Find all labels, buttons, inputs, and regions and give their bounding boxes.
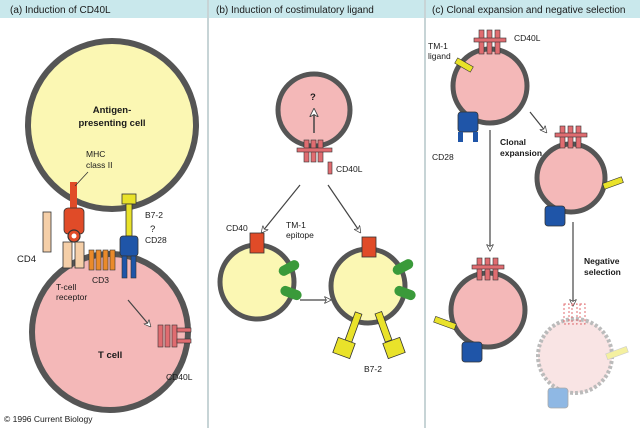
tm1-ligand bbox=[602, 176, 624, 190]
negative-label-line1: Negative bbox=[584, 256, 620, 266]
tm1-ligand-line1: TM-1 bbox=[428, 41, 448, 51]
cd40l-label-b: CD40L bbox=[336, 164, 363, 174]
clonal-label-line1: Clonal bbox=[500, 137, 526, 147]
cd28-stalk bbox=[473, 132, 478, 142]
cd40l-bar bbox=[296, 147, 333, 153]
tm1-ligand-faded bbox=[605, 346, 629, 360]
cd4-molecule bbox=[42, 211, 52, 253]
cd28-stalk bbox=[130, 255, 137, 279]
cd40l-bar bbox=[471, 264, 505, 270]
cd3-chain bbox=[88, 249, 95, 271]
apc-label-line1: Antigen- bbox=[93, 105, 132, 116]
cd40-label: CD40 bbox=[226, 223, 248, 233]
panel-b-header-bar bbox=[209, 0, 424, 18]
cd3-label: CD3 bbox=[92, 275, 109, 285]
tcr-label-line2: receptor bbox=[56, 292, 87, 302]
tm1-ligand bbox=[454, 57, 474, 73]
b7-2-head bbox=[332, 336, 356, 360]
induction-arrow bbox=[127, 299, 150, 326]
mhc-label-line1: MHC bbox=[86, 149, 105, 159]
t-cell-c4-faded bbox=[536, 317, 614, 395]
cd28-head bbox=[457, 111, 479, 133]
t-cell-c2 bbox=[534, 141, 608, 215]
b7-2-stalk bbox=[374, 311, 393, 343]
t-cell-label: T cell bbox=[98, 350, 122, 361]
cd28-label-c: CD28 bbox=[432, 152, 454, 162]
cd3-chain bbox=[109, 249, 116, 271]
tm1-label-line1: TM-1 bbox=[286, 220, 306, 230]
t-cell-c3 bbox=[448, 270, 528, 350]
copyright-credit: © 1996 Current Biology bbox=[4, 414, 93, 424]
b7-2-label-b: B7-2 bbox=[364, 364, 382, 374]
tm1-ligand-line2: ligand bbox=[428, 51, 451, 61]
cd40l-chain bbox=[171, 324, 178, 348]
cd40l-bar bbox=[176, 327, 192, 333]
negative-label-line2: selection bbox=[584, 267, 621, 277]
cd40l-label-c: CD40L bbox=[514, 33, 541, 43]
panel-c-header: (c) Clonal expansion and negative select… bbox=[432, 5, 625, 16]
arrow-to-left-cell bbox=[262, 184, 301, 232]
cd3-chain bbox=[102, 249, 109, 271]
cd28-label: CD28 bbox=[145, 235, 167, 245]
cd28-head bbox=[461, 341, 483, 363]
question-mark-a: ? bbox=[150, 224, 155, 235]
mhc-stalk bbox=[70, 182, 77, 210]
clonal-label-line2: expansion bbox=[500, 148, 542, 158]
b7-2-label: B7-2 bbox=[145, 210, 163, 220]
panel-b-header: (b) Induction of costimulatory ligand bbox=[216, 5, 374, 16]
cd28-head bbox=[119, 235, 139, 257]
cd40l-chain-faded bbox=[571, 303, 578, 325]
cd40-molecule bbox=[249, 232, 265, 254]
tm1-epitope bbox=[280, 285, 302, 301]
mhc-pointer bbox=[74, 171, 89, 187]
tm1-label-line2: epitope bbox=[286, 230, 314, 240]
b7-2-head bbox=[382, 336, 406, 360]
cd40-molecule bbox=[361, 236, 377, 258]
cd40l-bar bbox=[473, 37, 507, 43]
panel-c: CD40L TM-1 ligand CD28 Clonal expansion … bbox=[428, 29, 629, 409]
panel-a-header: (a) Induction of CD40L bbox=[10, 5, 111, 16]
tcr-label-line1: T-cell bbox=[56, 282, 76, 292]
peptide-dot bbox=[71, 233, 77, 239]
cd40l-chain bbox=[157, 324, 164, 348]
panel-a-header-bar bbox=[0, 0, 207, 18]
cd40l-bar bbox=[554, 132, 588, 138]
cd40l-label-a: CD40L bbox=[166, 372, 193, 382]
panel-b: ? CD40L CD40 TM-1 epitope B7-2 bbox=[217, 71, 416, 374]
tm1-epitope bbox=[392, 259, 414, 275]
apc-right bbox=[328, 246, 408, 326]
mhc-label-line2: class II bbox=[86, 160, 112, 170]
cd40l-tail bbox=[327, 161, 333, 175]
question-mark-b: ? bbox=[310, 92, 316, 103]
cd28-head-faded bbox=[547, 387, 569, 409]
apc-label-part: Antigen- bbox=[93, 105, 132, 116]
cd3-chain bbox=[95, 249, 102, 271]
panel-c-header-bar bbox=[426, 0, 640, 18]
tm1-epitope bbox=[394, 285, 416, 301]
tm1-epitope bbox=[278, 260, 300, 276]
cd28-stalk bbox=[458, 132, 463, 142]
antigen-presenting-cell bbox=[25, 38, 199, 212]
cd40l-bar bbox=[176, 338, 192, 344]
cd40l-chain-faded bbox=[563, 303, 570, 325]
cd28-head bbox=[544, 205, 566, 227]
tm1-ligand bbox=[433, 316, 457, 330]
t-cell bbox=[29, 251, 191, 413]
arrow-to-right-cell bbox=[327, 184, 360, 232]
arrow-to-expansion bbox=[529, 111, 546, 132]
cd28-stalk bbox=[121, 255, 128, 279]
panel-a: Antigen- presenting cell T cell MHC clas… bbox=[17, 38, 199, 413]
b7-2-head bbox=[121, 193, 137, 205]
apc-left bbox=[217, 242, 297, 322]
apc-label-line2: presenting cell bbox=[78, 118, 145, 129]
tcr-alpha bbox=[62, 241, 73, 269]
cd40l-chain bbox=[164, 324, 171, 348]
b7-2-stalk bbox=[125, 203, 133, 237]
cd4-label: CD4 bbox=[17, 254, 36, 265]
cd40l-chain-faded bbox=[579, 303, 586, 325]
tcr-beta bbox=[74, 241, 85, 269]
